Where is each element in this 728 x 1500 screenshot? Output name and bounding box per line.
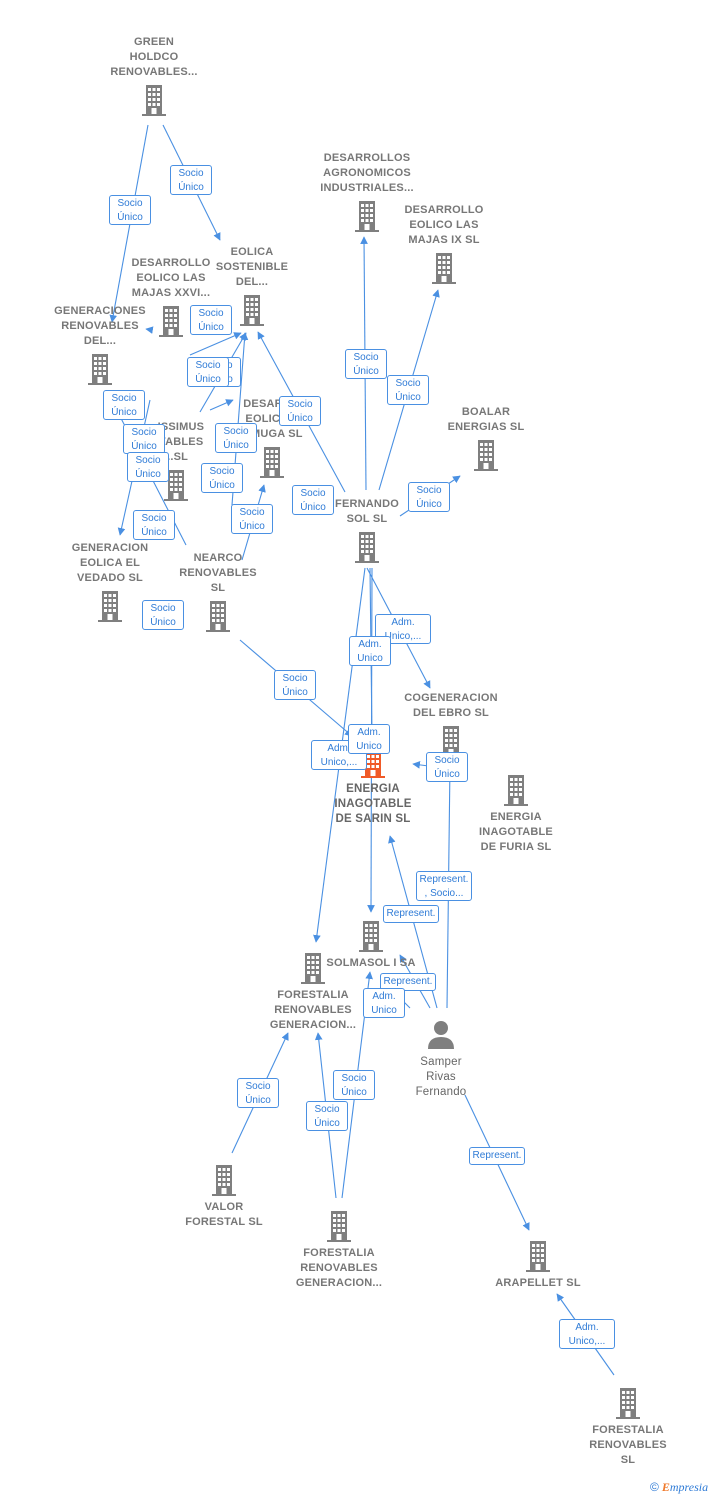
node-label: DESARROLLO EOLICO LAS MAJAS IX SL xyxy=(404,204,484,246)
edge-28 xyxy=(145,326,154,334)
building-icon xyxy=(208,1164,240,1196)
node-label: Samper Rivas Fernando xyxy=(415,1056,467,1098)
edge-23 xyxy=(189,332,242,356)
brand-initial: E xyxy=(661,1480,670,1494)
node-label: COGENERACION DEL EBRO SL xyxy=(404,692,498,719)
relation-tag[interactable]: Socio Único xyxy=(408,482,450,512)
relation-tag[interactable]: Adm. Unico xyxy=(348,724,390,754)
relation-tag[interactable]: Socio Único xyxy=(274,670,316,700)
relation-tag[interactable]: Socio Único xyxy=(201,463,243,493)
relation-tag[interactable]: Socio Único xyxy=(231,504,273,534)
node-label: ARAPELLET SL xyxy=(495,1277,581,1289)
node-label: EOLICA SOSTENIBLE DEL... xyxy=(215,246,289,288)
node-label: DESARROLLOS AGRONOMICOS INDUSTRIALES... xyxy=(320,152,414,194)
copyright-mark: © xyxy=(650,1480,659,1494)
relation-tag[interactable]: Socio Único xyxy=(345,349,387,379)
node-label: FORESTALIA RENOVABLES SL xyxy=(589,1424,667,1466)
building-icon xyxy=(612,1387,644,1419)
node-label: BOALAR ENERGIAS SL xyxy=(447,406,525,433)
node-label: GREEN HOLDCO RENOVABLES... xyxy=(110,36,198,78)
node-label: VALOR FORESTAL SL xyxy=(185,1201,263,1228)
relation-tag[interactable]: Represent. xyxy=(380,973,436,991)
building-icon xyxy=(160,469,192,501)
node-label: NEARCO RENOVABLES SL xyxy=(179,552,257,594)
node-label: FORESTALIA RENOVABLES GENERACION... xyxy=(269,989,357,1031)
relation-tag[interactable]: Adm. Unico xyxy=(349,636,391,666)
node-label: FORESTALIA RENOVABLES GENERACION... xyxy=(295,1247,383,1289)
relation-tag[interactable]: Socio Único xyxy=(109,195,151,225)
building-icon xyxy=(351,531,383,563)
person-icon xyxy=(425,1019,457,1051)
relation-tag[interactable]: Represent. xyxy=(469,1147,525,1165)
node-label: GENERACIONES RENOVABLES DEL... xyxy=(54,305,146,347)
node-label: ENERGIA INAGOTABLE DE SARIN SL xyxy=(334,783,412,825)
relation-tag[interactable]: Socio Único xyxy=(170,165,212,195)
node-label: ENERGIA INAGOTABLE DE FURIA SL xyxy=(479,811,553,853)
relation-tag[interactable]: Socio Único xyxy=(133,510,175,540)
relation-tag[interactable]: Socio Único xyxy=(142,600,184,630)
node-label: GENERACION EOLICA EL VEDADO SL xyxy=(71,542,149,584)
building-icon xyxy=(470,439,502,471)
relation-tag[interactable]: Socio Único xyxy=(190,305,232,335)
building-icon xyxy=(236,294,268,326)
brand-mark: © Empresia xyxy=(650,1480,708,1495)
relation-tag[interactable]: Represent. xyxy=(383,905,439,923)
building-icon xyxy=(357,746,389,778)
relation-tag[interactable]: Socio Único xyxy=(127,452,169,482)
edge-26 xyxy=(209,399,234,411)
relation-tag[interactable]: Socio Único xyxy=(215,423,257,453)
building-icon xyxy=(428,252,460,284)
relation-tag[interactable]: Adm. Unico,... xyxy=(559,1319,615,1349)
relation-tag[interactable]: Socio Único xyxy=(187,357,229,387)
relation-tag[interactable]: Socio Único xyxy=(103,390,145,420)
node-label: SOLMASOL I SA xyxy=(326,957,416,969)
building-icon xyxy=(94,590,126,622)
brand-name: mpresia xyxy=(669,1480,709,1494)
building-icon xyxy=(522,1240,554,1272)
relation-tag[interactable]: Socio Único xyxy=(292,485,334,515)
relation-tag[interactable]: Socio Único xyxy=(333,1070,375,1100)
building-icon xyxy=(138,84,170,116)
building-icon xyxy=(256,446,288,478)
relation-tag[interactable]: Socio Único xyxy=(387,375,429,405)
building-icon xyxy=(155,305,187,337)
relation-tag[interactable]: Socio Único xyxy=(426,752,468,782)
node-label: FERNANDO SOL SL xyxy=(335,498,399,525)
relation-tag[interactable]: Socio Único xyxy=(279,396,321,426)
relation-tag[interactable]: Adm. Unico xyxy=(363,988,405,1018)
building-icon xyxy=(351,200,383,232)
building-icon xyxy=(297,952,329,984)
building-icon xyxy=(84,353,116,385)
building-icon xyxy=(323,1210,355,1242)
building-icon xyxy=(202,600,234,632)
building-icon xyxy=(355,920,387,952)
building-icon xyxy=(500,774,532,806)
relation-tag[interactable]: Socio Único xyxy=(123,424,165,454)
relation-tag[interactable]: Represent. , Socio... xyxy=(416,871,472,901)
relation-tag[interactable]: Socio Único xyxy=(237,1078,279,1108)
relation-tag[interactable]: Socio Único xyxy=(306,1101,348,1131)
node-label: DESARROLLO EOLICO LAS MAJAS XXVI... xyxy=(131,257,211,299)
